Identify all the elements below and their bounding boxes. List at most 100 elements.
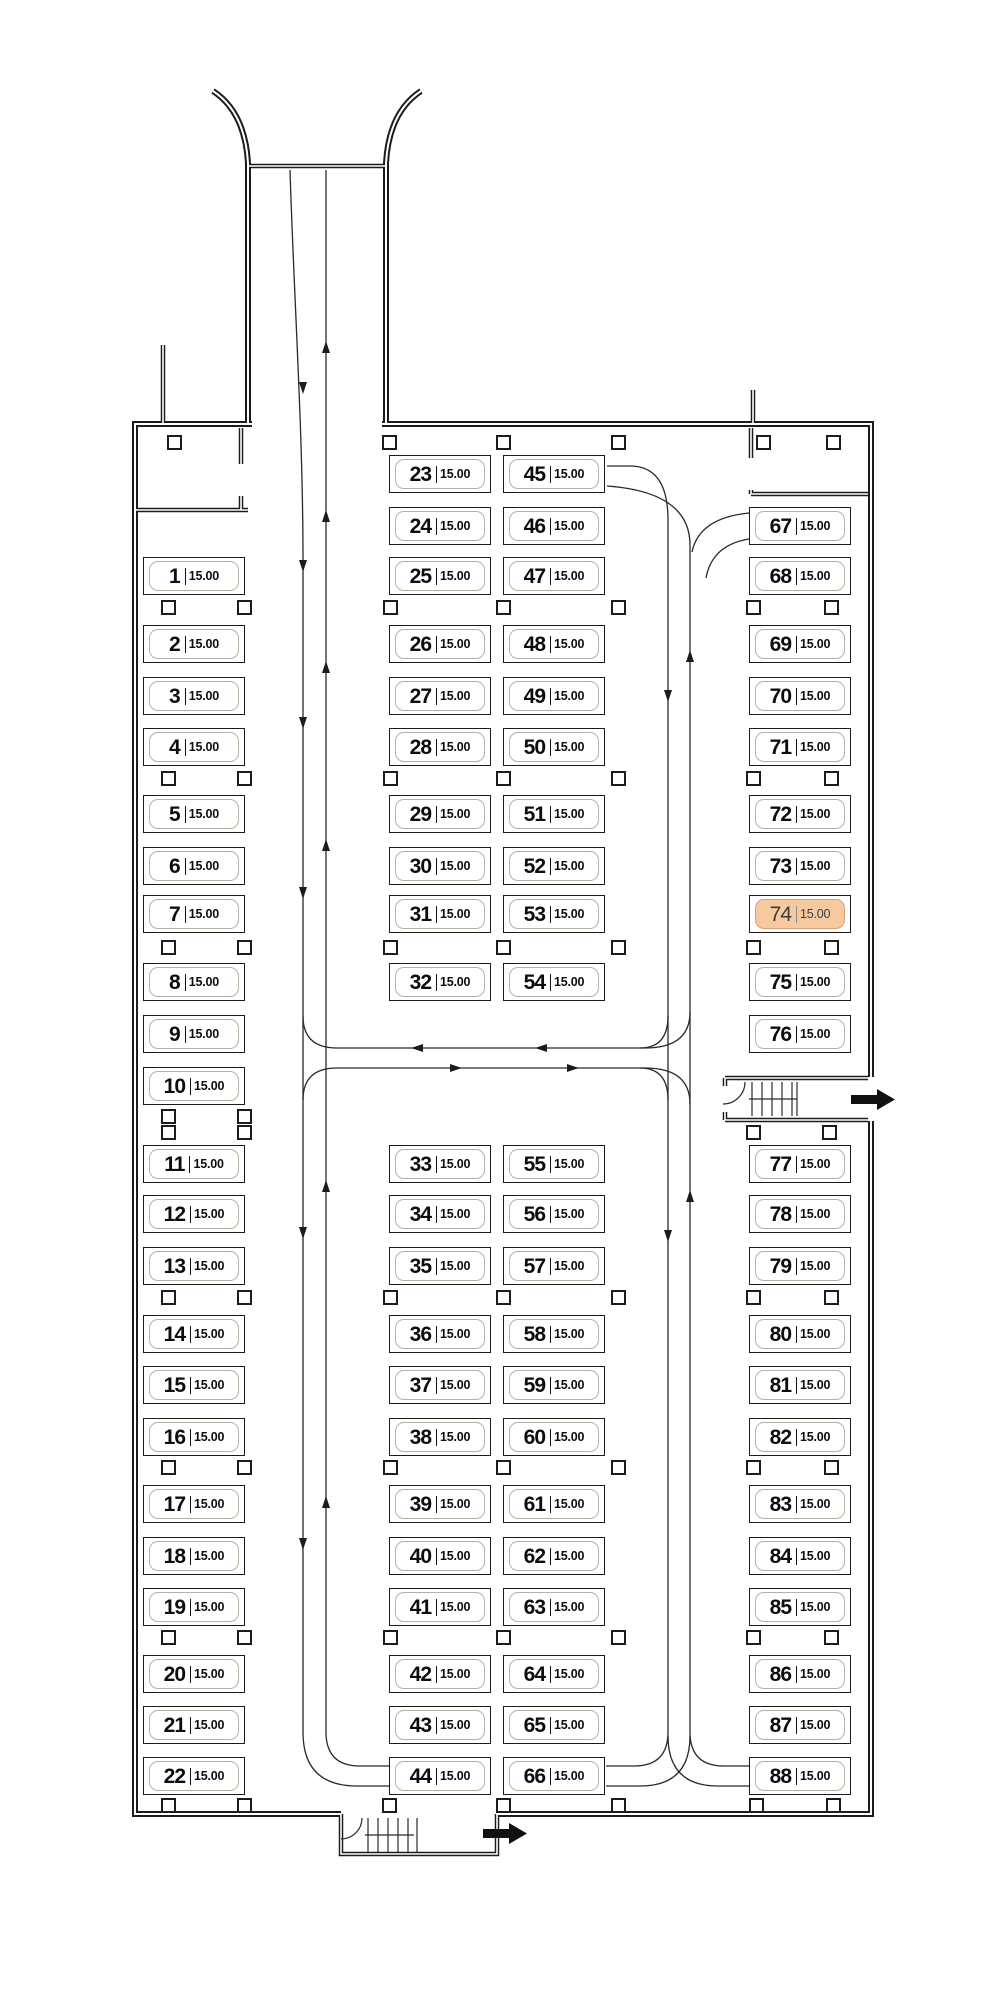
space-number: 75 xyxy=(769,970,792,994)
space-area: 15.00 xyxy=(440,907,471,922)
space-area: 15.00 xyxy=(440,740,471,755)
space-divider xyxy=(436,973,438,991)
space-area: 15.00 xyxy=(800,740,831,755)
space-area: 15.00 xyxy=(194,1327,225,1342)
space-number: 66 xyxy=(523,1764,546,1788)
space-divider xyxy=(190,1665,192,1683)
